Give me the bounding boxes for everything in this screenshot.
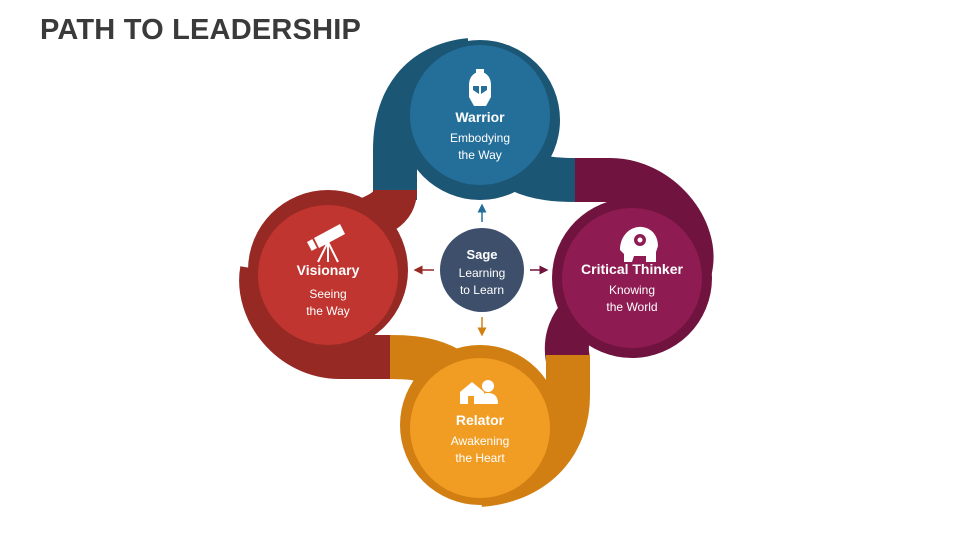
relator-name: Relator [456,412,505,428]
sage-name: Sage [466,247,497,262]
relator-desc-line1: Awakening [451,434,510,448]
sage-desc-line1: Learning [459,266,506,280]
sage-desc-line2: to Learn [460,283,504,297]
relator-desc-line2: the Heart [455,451,505,465]
relator-circle [410,358,550,498]
visionary-desc-line1: Seeing [309,287,346,301]
warrior-desc-line2: the Way [458,148,502,162]
slide-title: PATH TO LEADERSHIP [40,14,362,46]
sage-circle [440,228,524,312]
visionary-name: Visionary [297,262,360,278]
warrior-desc-line1: Embodying [450,131,510,145]
critical-desc-line1: Knowing [609,283,655,297]
critical-desc-line2: the World [606,300,657,314]
visionary-desc-line2: the Way [306,304,350,318]
helmet-icon [469,69,491,106]
head-gear-icon [620,226,658,262]
critical-name: Critical Thinker [581,261,683,277]
house-person-icon [460,380,498,404]
warrior-name: Warrior [455,109,505,125]
critical-circle [562,208,702,348]
visionary-circle [258,205,398,345]
telescope-icon [307,224,345,263]
warrior-circle [410,45,550,185]
